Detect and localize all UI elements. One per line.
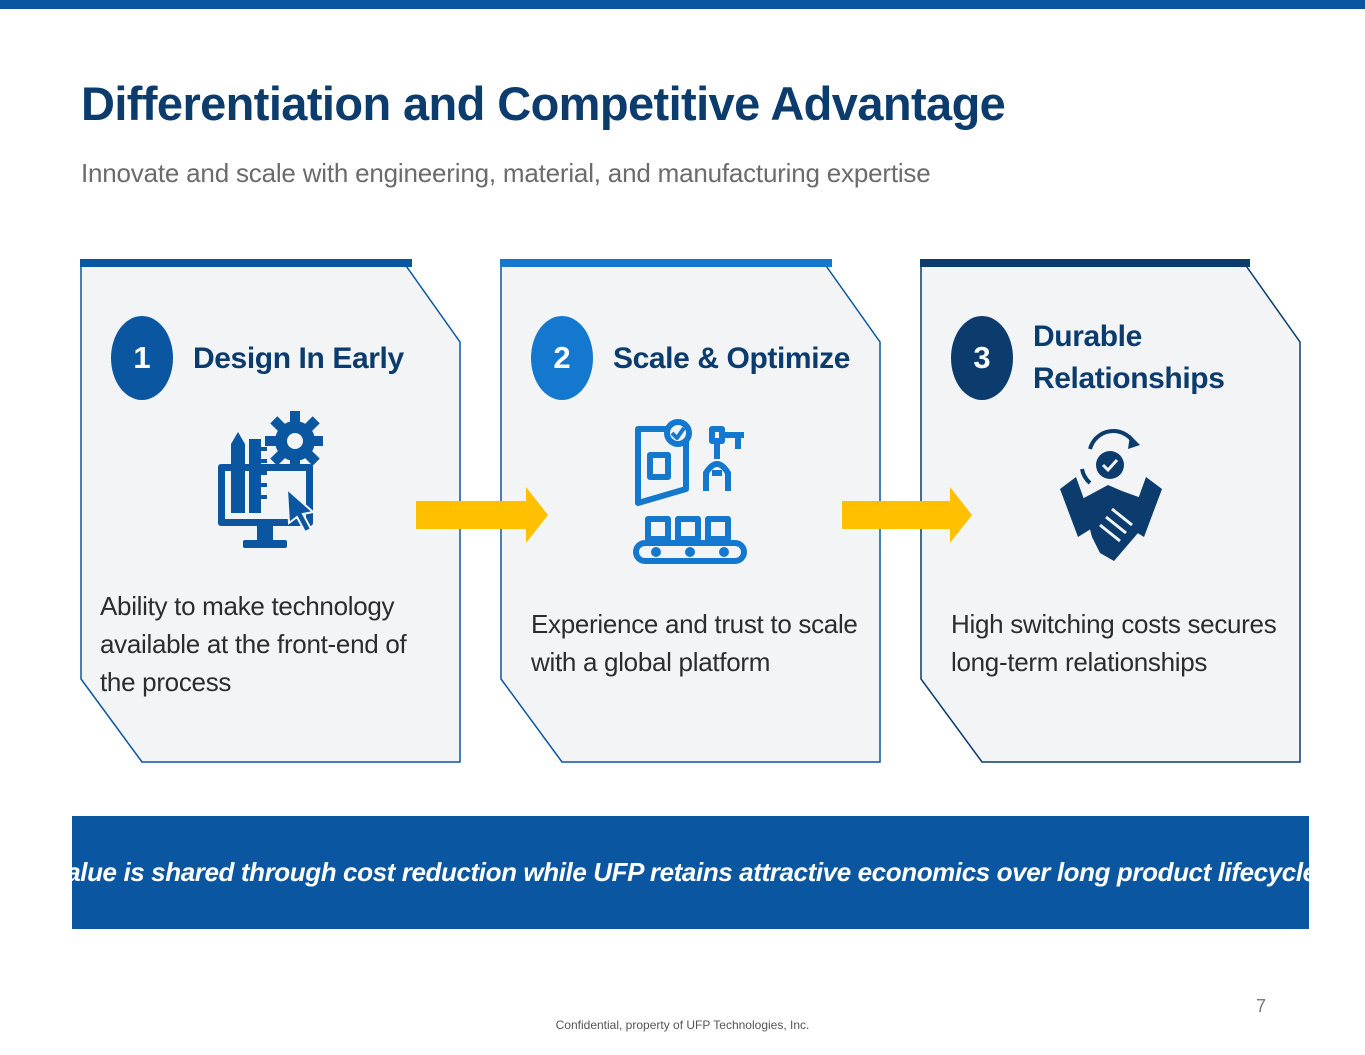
handshake-icon <box>1060 429 1162 561</box>
banner-text: Value is shared through cost reduction w… <box>50 857 1331 887</box>
top-accent-bar <box>0 0 1365 9</box>
card-2-title: Scale & Optimize <box>613 342 851 375</box>
card-2-number-badge: 2 <box>531 316 593 400</box>
page-title: Differentiation and Competitive Advantag… <box>81 77 1006 130</box>
card-1-title: Design In Early <box>193 342 404 375</box>
card-1-number-badge: 1 <box>111 316 173 400</box>
arrow-right-icon <box>416 487 548 543</box>
page-subtitle: Innovate and scale with engineering, mat… <box>81 158 931 188</box>
page-number: 7 <box>1256 996 1267 1016</box>
card-3-description: High switching costs secures long-term r… <box>951 609 1277 677</box>
engineering-design-icon <box>218 411 323 548</box>
value-banner: Value is shared through cost reduction w… <box>50 816 1331 929</box>
card-3-number-badge: 3 <box>951 316 1013 400</box>
card-3-title: Durable Relationships <box>1033 320 1225 395</box>
card-durable-relationships: 3 Durable Relationships High switching c… <box>920 259 1302 765</box>
confidential-footer: Confidential, property of UFP Technologi… <box>555 1018 810 1032</box>
card-2-shape <box>500 259 881 763</box>
manufacturing-automation-icon <box>633 419 747 564</box>
arrow-right-icon <box>842 487 972 543</box>
card-design-in-early: 1 Design In Early Ability to make techno… <box>80 259 462 765</box>
card-2-description: Experience and trust to scale with a glo… <box>531 609 858 677</box>
card-1-description: Ability to make technology available at … <box>100 591 407 697</box>
card-scale-optimize: 2 Scale & Optimize Experience and trust … <box>500 259 882 765</box>
